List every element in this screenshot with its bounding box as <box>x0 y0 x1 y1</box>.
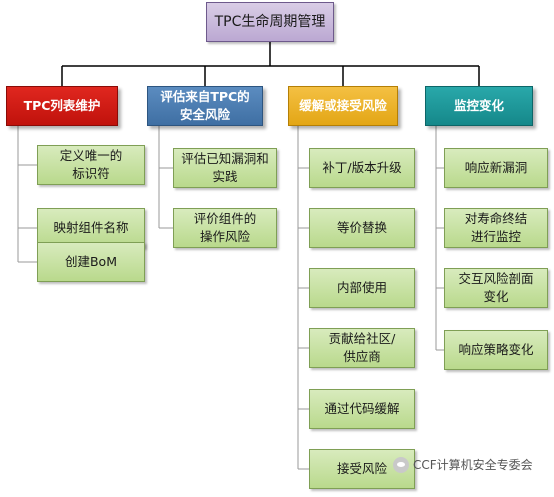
leaf-patch-upgrade: 补丁/版本升级 <box>309 148 415 188</box>
leaf-equivalent-replace: 等价替换 <box>309 208 415 248</box>
wechat-icon <box>393 456 409 473</box>
watermark-text: CCF计算机安全专委会 <box>413 458 533 472</box>
leaf-code-mitigation: 通过代码缓解 <box>309 389 415 429</box>
category-mitigate-risk: 缓解或接受风险 <box>288 86 398 126</box>
watermark: CCF计算机安全专委会 <box>393 456 533 473</box>
leaf-define-identifier: 定义唯一的 标识符 <box>37 145 145 185</box>
category-monitor-change: 监控变化 <box>425 86 533 126</box>
leaf-interaction-risk-profile: 交互风险剖面 变化 <box>444 268 548 308</box>
category-assess-risk: 评估来自TPC的 安全风险 <box>147 86 263 126</box>
leaf-respond-policy-change: 响应策略变化 <box>444 330 548 370</box>
leaf-contribute-community: 贡献给社区/ 供应商 <box>309 328 415 368</box>
category-tpc-list: TPC列表维护 <box>6 86 118 126</box>
leaf-monitor-eol: 对寿命终结 进行监控 <box>444 208 548 248</box>
leaf-assess-known-vulns: 评估已知漏洞和 实践 <box>173 148 277 188</box>
leaf-respond-new-vulns: 响应新漏洞 <box>444 148 548 188</box>
leaf-create-bom: 创建BoM <box>37 242 145 282</box>
root-node: TPC生命周期管理 <box>206 2 334 42</box>
leaf-internal-use: 内部使用 <box>309 268 415 308</box>
leaf-assess-operational-risk: 评价组件的 操作风险 <box>173 208 277 248</box>
